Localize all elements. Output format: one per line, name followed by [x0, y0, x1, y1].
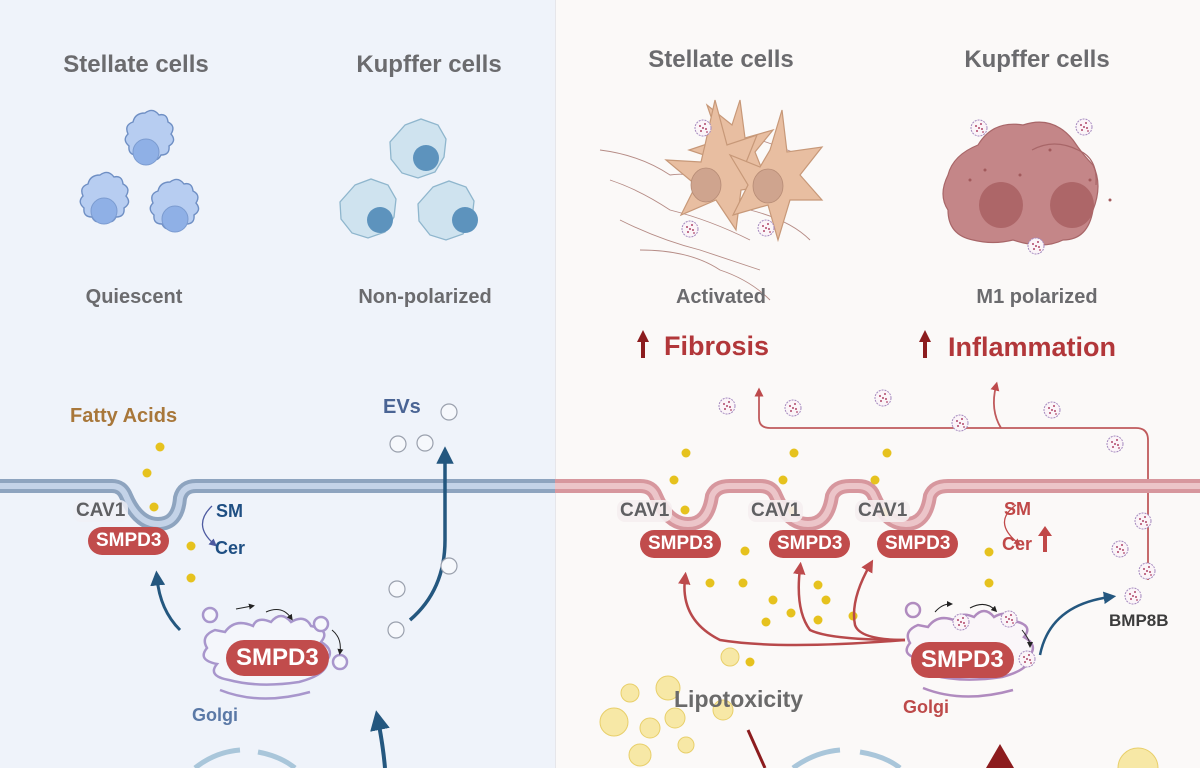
- kupffer-state-nonpolarized: Non-polarized: [358, 286, 492, 308]
- smpd3-membrane-pill-right-3: SMPD3: [877, 530, 959, 558]
- stellate-state-activated: Activated: [675, 286, 767, 308]
- smpd3-membrane-pill-left: SMPD3: [88, 527, 170, 555]
- kupffer-cells-title-right: Kupffer cells: [964, 46, 1110, 73]
- smpd3-membrane-pill-right-2: SMPD3: [769, 530, 851, 558]
- nucleus-envelope-right-2: [859, 749, 902, 768]
- golgi-to-membrane-arrow-left: [150, 570, 182, 632]
- golgi-to-membrane-arrows-right: [678, 559, 906, 647]
- m1-kupffer-cells-illustration: [942, 118, 1112, 255]
- sm-label-left: SM: [216, 501, 243, 521]
- cav1-label-left: CAV1: [73, 500, 129, 522]
- evs-label: EVs: [383, 396, 421, 418]
- smpd3-golgi-pill-left: SMPD3: [226, 640, 329, 676]
- cer-label-right: Cer: [1002, 534, 1033, 554]
- nucleus-envelope-right: [791, 747, 841, 768]
- fibrosis-up-arrow: [637, 330, 649, 358]
- cer-increase-arrow: [1038, 526, 1052, 552]
- cav1-label-right-3: CAV1: [855, 500, 911, 522]
- bmp8b-label: BMP8B: [1109, 611, 1169, 630]
- lipotoxicity-arrow: [746, 729, 767, 768]
- cer-label-left: Cer: [215, 538, 246, 558]
- nonpolarized-kupffer-cells-illustration: [339, 118, 478, 241]
- cav1-label-right-1: CAV1: [617, 500, 673, 522]
- fibrosis-outcome-label: Fibrosis: [664, 331, 770, 361]
- cell-membrane-healthy: [0, 479, 555, 532]
- cav1-label-right-2: CAV1: [748, 500, 804, 522]
- fatty-acid-dots-left: [142, 442, 196, 583]
- inflammation-up-arrow: [919, 330, 931, 358]
- sm-to-cer-arrow-right: [1003, 504, 1021, 546]
- bmp8b-secretion-arrow: [1038, 591, 1117, 656]
- upward-arrow-bottom-right: [986, 744, 1014, 768]
- golgi-trafficking-arrows-left: [235, 603, 344, 655]
- lipid-droplets: [599, 647, 1159, 768]
- kupffer-cells-title-left: Kupffer cells: [356, 51, 502, 78]
- upward-arrow-bottom-left: [370, 710, 390, 768]
- smpd3-golgi-pill-right: SMPD3: [911, 642, 1014, 678]
- activated-stellate-cells-illustration: [599, 99, 824, 301]
- golgi-label-left: Golgi: [192, 705, 238, 725]
- kupffer-state-m1-polarized: M1 polarized: [976, 286, 1098, 308]
- cell-membrane-disease: [555, 479, 1200, 532]
- golgi-trafficking-arrows-right: [934, 601, 1033, 648]
- stellate-cells-title-right: Stellate cells: [648, 46, 794, 73]
- inflammation-outcome-label: Inflammation: [948, 332, 1117, 362]
- fatty-acids-label: Fatty Acids: [70, 405, 178, 427]
- nucleus-envelope-left-2: [257, 749, 297, 768]
- ev-secretion-arrow: [408, 446, 454, 622]
- stellate-state-quiescent: Quiescent: [85, 286, 183, 308]
- lipotoxicity-label: Lipotoxicity: [674, 686, 804, 712]
- golgi-label-right: Golgi: [903, 697, 949, 717]
- sm-to-cer-arrow-left: [201, 505, 217, 547]
- sm-label-right: SM: [1004, 499, 1031, 519]
- quiescent-stellate-cells-illustration: [79, 109, 200, 233]
- smpd3-membrane-pill-right-1: SMPD3: [640, 530, 722, 558]
- stellate-cells-title-left: Stellate cells: [63, 51, 209, 78]
- ev-secretion-path-right: [754, 381, 1149, 580]
- nucleus-envelope-left: [193, 747, 241, 768]
